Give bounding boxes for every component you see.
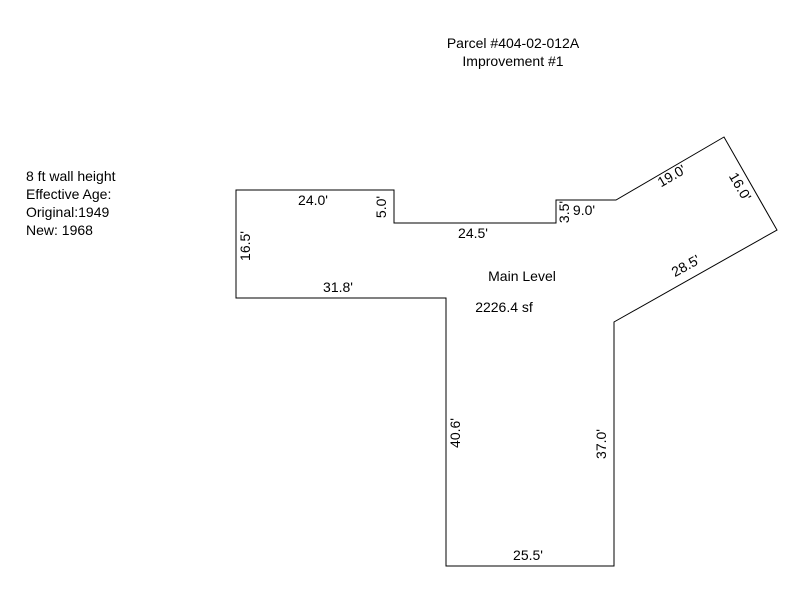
dimension-label-inner-horizontal: 31.8' [323, 279, 353, 295]
effective-age-label: Effective Age: [26, 186, 112, 202]
original-year: Original:1949 [26, 204, 110, 220]
dimension-label-right-vertical: 37.0' [593, 429, 609, 459]
dimension-label-left: 16.5' [237, 231, 253, 261]
improvement-number: Improvement #1 [462, 53, 564, 69]
dimension-label-bottom: 25.5' [513, 547, 543, 563]
dimension-label-step-left: 3.5' [556, 201, 572, 223]
dimension-label-step-right: 9.0' [573, 202, 595, 218]
dimension-label-notch-left: 5.0' [373, 196, 389, 218]
area-name-label: Main Level [488, 268, 556, 284]
sketch-title-block: Parcel #404-02-012A Improvement #1 [413, 34, 613, 70]
dimension-label-diagonal-lower: 28.5' [669, 251, 703, 280]
dimension-label-inner-vertical: 40.6' [447, 418, 463, 448]
parcel-number: Parcel #404-02-012A [446, 35, 580, 51]
main-level-outline [235, 136, 778, 567]
wall-height-note: 8 ft wall height [26, 168, 116, 184]
dimension-label-top-left: 24.0' [298, 192, 328, 208]
building-notes: 8 ft wall height Effective Age: Original… [26, 167, 116, 239]
dimension-label-diagonal-upper: 19.0' [655, 161, 689, 190]
new-year: New: 1968 [26, 222, 93, 238]
dimension-label-diagonal-end: 16.0' [726, 170, 755, 204]
dimension-label-notch-bottom: 24.5' [458, 225, 488, 241]
area-size-label: 2226.4 sf [475, 299, 533, 315]
